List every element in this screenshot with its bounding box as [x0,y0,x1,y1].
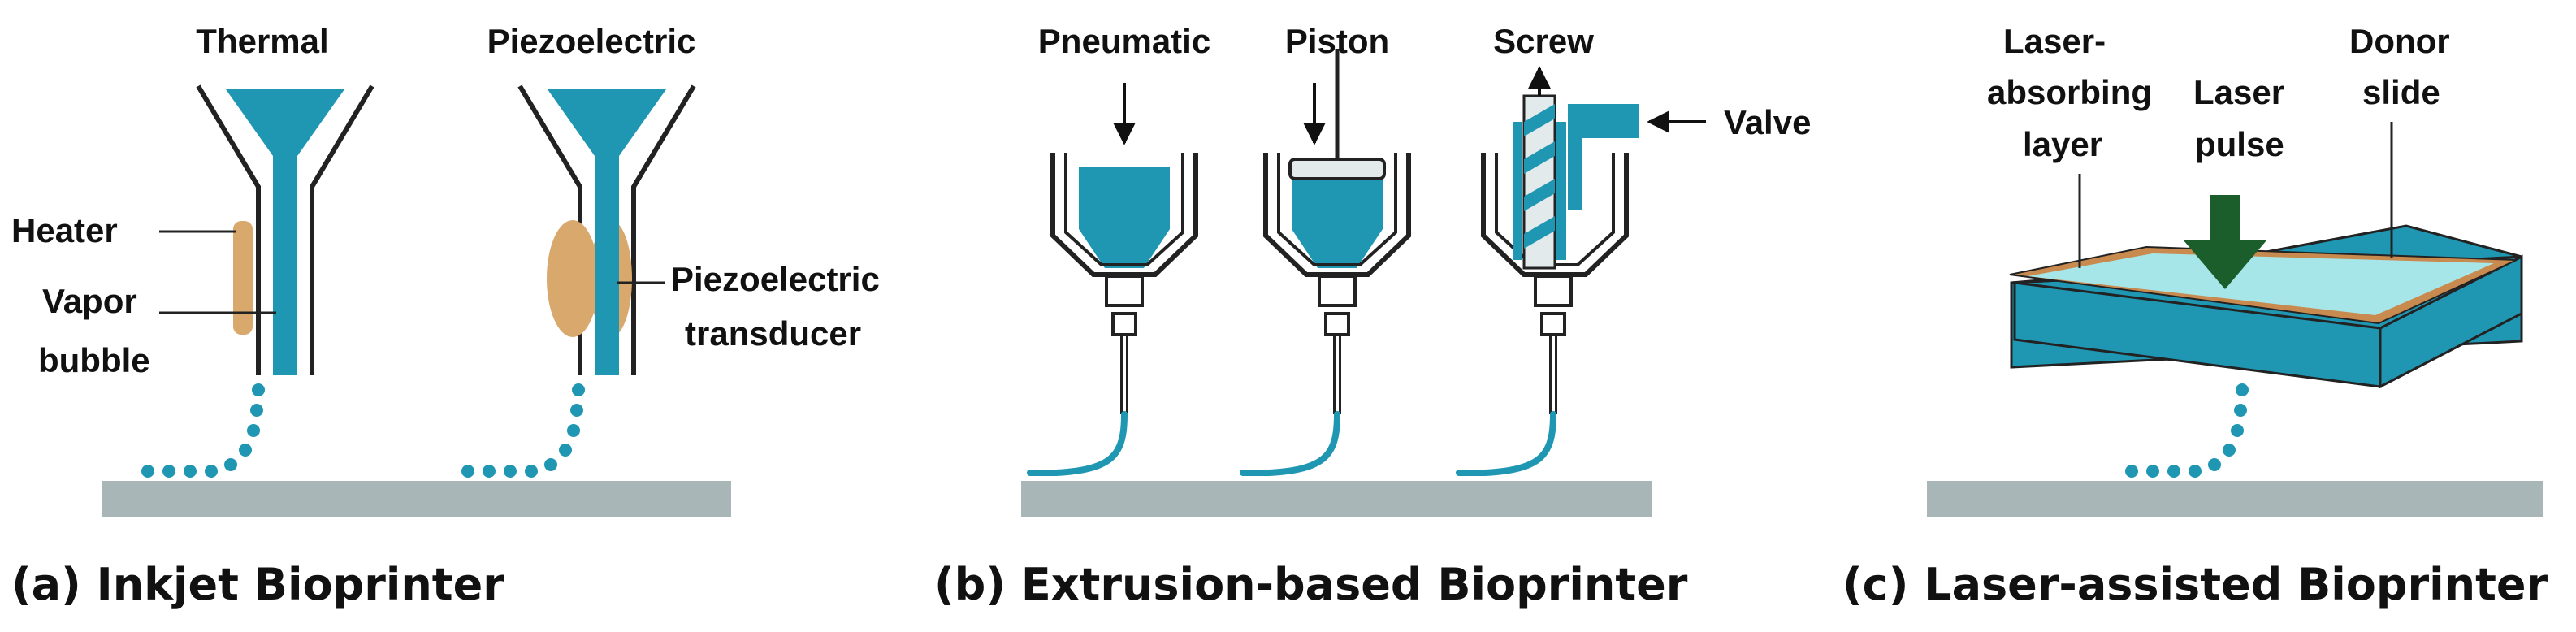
label-piezoelectric: Piezoelectric [487,22,696,60]
piston-syringe [1240,49,1411,476]
thermal-nozzle [196,84,374,375]
label-vapor: Vapor [42,282,137,320]
label-piezo-transducer-2: transducer [685,314,861,353]
laser-droplets [2125,383,2249,478]
donor-slide [2009,224,2523,389]
label-donor-2: slide [2362,73,2440,111]
label-heater: Heater [11,211,118,249]
label-piston: Piston [1285,22,1389,60]
label-bubble: bubble [38,341,150,379]
piston-plunger [1288,158,1386,180]
label-valve: Valve [1724,103,1811,141]
label-laser-absorbing-2: absorbing [1987,73,2152,111]
label-screw: Screw [1493,22,1594,60]
panel-laser: Laser- absorbing layer Laser pulse Donor… [1842,22,2548,610]
panel-extrusion: Pneumatic Piston Screw Valve (b) Extrusi… [934,22,1811,610]
label-pneumatic: Pneumatic [1038,22,1210,60]
label-laser-absorbing-3: layer [2023,125,2102,163]
laser-substrate [1927,481,2543,517]
panel-inkjet: Thermal Piezoelectric Heater Vapor bubbl… [11,22,880,610]
laser-pulse-arrow [2184,195,2266,289]
piezo-transducer-left [547,220,599,337]
piezo-droplets [461,383,585,478]
label-donor-1: Donor [2349,22,2450,60]
screw-syringe [1456,66,1706,476]
label-thermal: Thermal [196,22,328,60]
thermal-droplets [141,383,265,478]
label-laser-pulse-1: Laser [2193,73,2284,111]
piezo-nozzle [517,84,696,375]
caption-inkjet: (a) Inkjet Bioprinter [11,559,504,610]
label-piezo-transducer-1: Piezoelectric [671,260,880,298]
extrusion-substrate [1021,481,1652,517]
laser-absorbing-layer [2028,253,2494,315]
caption-laser: (c) Laser-assisted Bioprinter [1842,559,2548,610]
inkjet-substrate [102,481,731,517]
label-laser-pulse-2: pulse [2195,125,2284,163]
pneumatic-syringe [1027,83,1198,476]
label-laser-absorbing-1: Laser- [2003,22,2106,60]
heater-element [233,221,253,335]
caption-extrusion: (b) Extrusion-based Bioprinter [934,559,1688,610]
